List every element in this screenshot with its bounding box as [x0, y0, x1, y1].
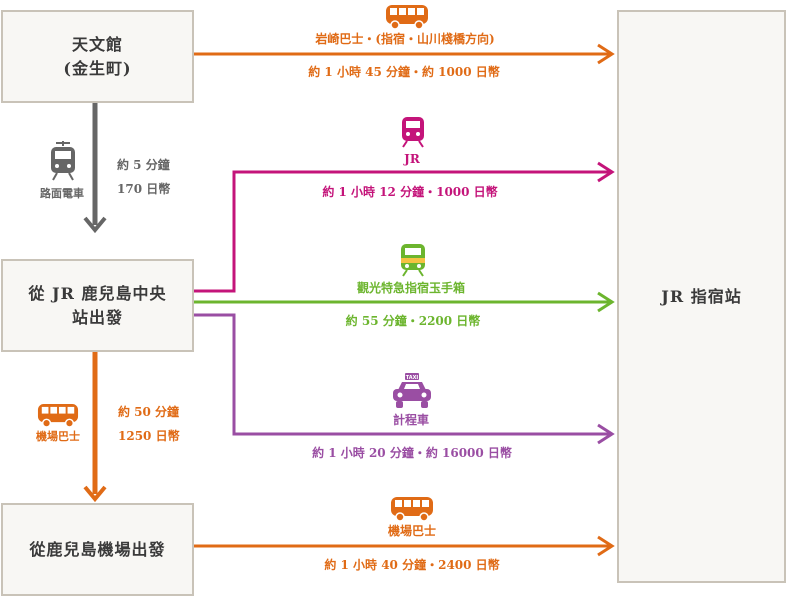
taxi-arrowhead	[597, 423, 615, 445]
tram-route-time: 約 5 分鐘	[117, 158, 170, 172]
bus-top-route-name: 岩崎巴士・(指宿・山川棧橋方向)	[315, 32, 495, 46]
jr-route-name: JR	[404, 152, 420, 166]
limited-express-icon	[401, 244, 425, 277]
ibusuki-station-box: JR 指宿站	[617, 10, 786, 583]
airport-bus-route-name: 機場巴士	[387, 524, 437, 538]
tram-route-price: 170 日幣	[117, 182, 171, 196]
taxi-sign-text: TAXI	[406, 375, 419, 381]
tram-route-name: 路面電車	[40, 187, 84, 200]
bus-top-route-info: 約 1 小時 45 分鐘・約 1000 日幣	[308, 65, 500, 79]
airport-box: 從鹿兒島機場出發	[1, 503, 194, 596]
kagoshima-chuo-line2: 站出發	[71, 307, 123, 327]
ltd-express-route-name: 觀光特急指宿玉手箱	[356, 281, 466, 295]
tram-arrowhead	[83, 216, 107, 234]
airport-bus-route-info: 約 1 小時 40 分鐘・2400 日幣	[324, 558, 500, 572]
taxi-icon: TAXI	[393, 373, 431, 408]
bus-top-arrowhead	[597, 43, 615, 65]
airport-bus-icon	[391, 497, 433, 522]
tenmonkan-subname: (金生町)	[63, 58, 132, 78]
airport-name: 從鹿兒島機場出發	[29, 539, 166, 559]
jr-arrowhead	[597, 161, 615, 183]
airport-bus-vertical-arrowhead	[83, 485, 107, 503]
kagoshima-chuo-box: 從 JR 鹿兒島中央 站出發	[1, 259, 194, 352]
ltd-express-route-info: 約 55 分鐘・2200 日幣	[345, 314, 481, 328]
airport-bus-arrowhead	[597, 535, 615, 557]
ltd-express-arrowhead	[597, 291, 615, 313]
airport-bus-vertical-name: 機場巴士	[36, 430, 80, 443]
tram-icon	[51, 141, 75, 181]
taxi-line	[193, 313, 612, 436]
train-icon	[402, 117, 424, 148]
kagoshima-chuo-line1: 從 JR 鹿兒島中央	[28, 283, 167, 303]
ibusuki-station-name: JR 指宿站	[661, 286, 742, 306]
tenmonkan-name: 天文館	[71, 34, 123, 54]
bus-icon	[386, 5, 428, 30]
taxi-route-name: 計程車	[392, 413, 430, 427]
tenmonkan-box: 天文館 (金生町)	[1, 10, 194, 103]
airport-bus-vertical-price: 1250 日幣	[118, 429, 180, 443]
jr-route-info: 約 1 小時 12 分鐘・1000 日幣	[322, 185, 498, 199]
airport-bus-vertical-icon	[37, 404, 79, 428]
jr-line	[193, 170, 612, 293]
taxi-route-info: 約 1 小時 20 分鐘・約 16000 日幣	[312, 446, 512, 460]
airport-bus-vertical-time: 約 50 分鐘	[118, 405, 180, 419]
